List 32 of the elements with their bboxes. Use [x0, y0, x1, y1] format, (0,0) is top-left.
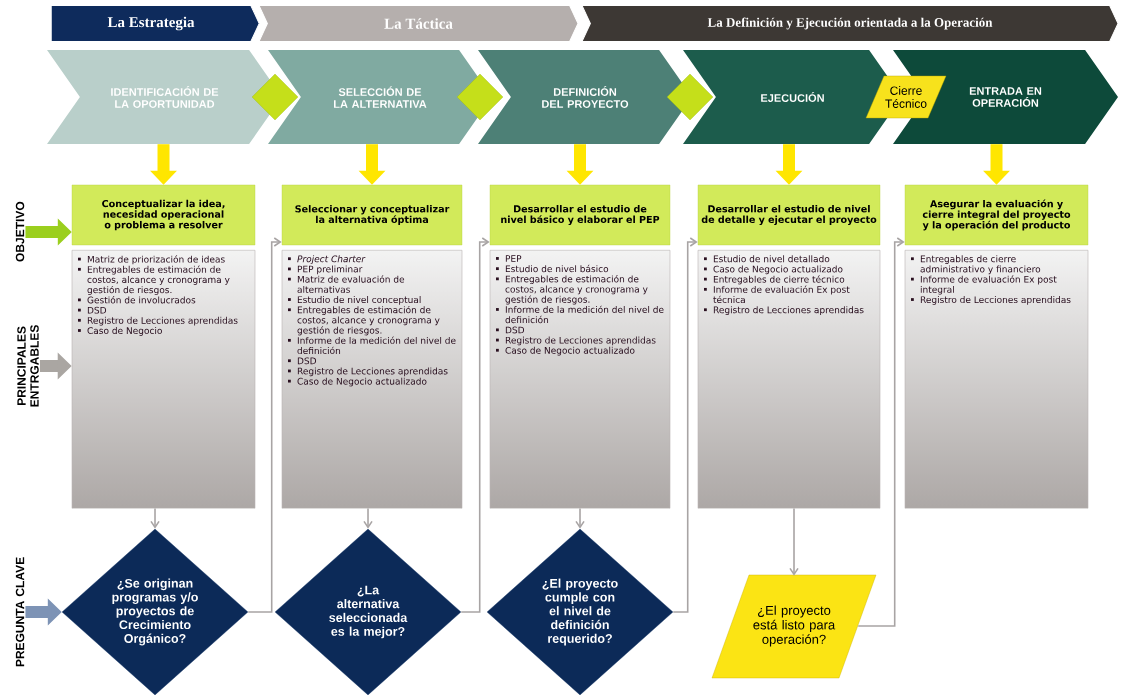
- deliverables-box: Estudio de nivel detallado Caso de Negocio actualizado Entregables de cierre técnico Informe de evaluación Ex post técnica Registro de Lecciones aprendidas: [697, 250, 881, 509]
- row-label: PREGUNTA CLAVE: [15, 557, 25, 667]
- phase-chevron: IDENTIFICACIÓN DE LA OPORTUNIDAD: [47, 50, 282, 144]
- gate-diamond: [666, 73, 714, 121]
- arrow: [789, 507, 799, 576]
- objective-box: Seleccionar y conceptualizar la alternativa óptima: [281, 184, 463, 246]
- arrow: [363, 507, 373, 529]
- deliverables-box: Entregables de cierre administrativo y financiero Informe de evaluación Ex post integral Registro de Lecciones aprendidas: [904, 250, 1089, 509]
- objective-box: Conceptualizar la idea, necesidad operacional o problema a resolver: [71, 184, 256, 246]
- arrow: [672, 237, 698, 613]
- objective-box: Desarrollar el estudio de nivel de detalle y ejecutar el proyecto: [697, 184, 881, 246]
- header-banner: La Definición y Ejecución orientada a la Operación: [581, 5, 1119, 42]
- header-banner: La Táctica: [258, 5, 579, 42]
- arrow: [460, 237, 490, 613]
- deliverables-box: Project Charter PEP preliminar Matriz de evaluación de alternativas Estudio de nivel conceptual Entregables de estimación de costos, alcance y cronograma y gestión de riesgos. Informe de la medición del nivel de definición DSD Registro de Lecciones aprendidas Caso de Negocio actualizado: [281, 250, 463, 509]
- question-parallelogram: ¿El proyecto está listo para operación?: [711, 574, 877, 679]
- gate-diamond: [456, 73, 504, 121]
- arrow: [247, 237, 282, 613]
- arrow: [150, 507, 160, 529]
- objective-box: Asegurar la evaluación y cierre integral del proyecto y la operación del producto: [904, 184, 1089, 246]
- row-label: PRINCIPALES ENTRGABLES: [17, 325, 39, 407]
- row-label: OBJETIVO: [15, 201, 25, 262]
- header-banner: La Estrategia: [50, 5, 260, 42]
- phase-chevron: DEFINICIÓN DEL PROYECTO: [478, 50, 692, 144]
- gate-diamond: [251, 73, 299, 121]
- phase-chevron: SELECCIÓN DE LA ALTERNATIVA: [268, 50, 492, 144]
- deliverables-box: PEP Estudio de nivel básico Entregables de estimación de costos, alcance y cronograma y gestión de riesgos. Informe de la medición del nivel de definición DSD Registro de Lecciones aprendidas Caso de Negocio actualizado: [489, 250, 671, 509]
- arrow: [575, 507, 585, 529]
- deliverables-box: Matriz de priorización de ideas Entregables de estimación de costos, alcance y cronograma y gestión de riesgos. Gestión de involucrados DSD Registro de Lecciones aprendidas Caso de Negocio: [71, 250, 256, 509]
- objective-box: Desarrollar el estudio de nivel básico y elaborar el PEP: [489, 184, 671, 246]
- arrow: [857, 237, 905, 627]
- milestone-parallelogram: Cierre Técnico: [865, 75, 947, 119]
